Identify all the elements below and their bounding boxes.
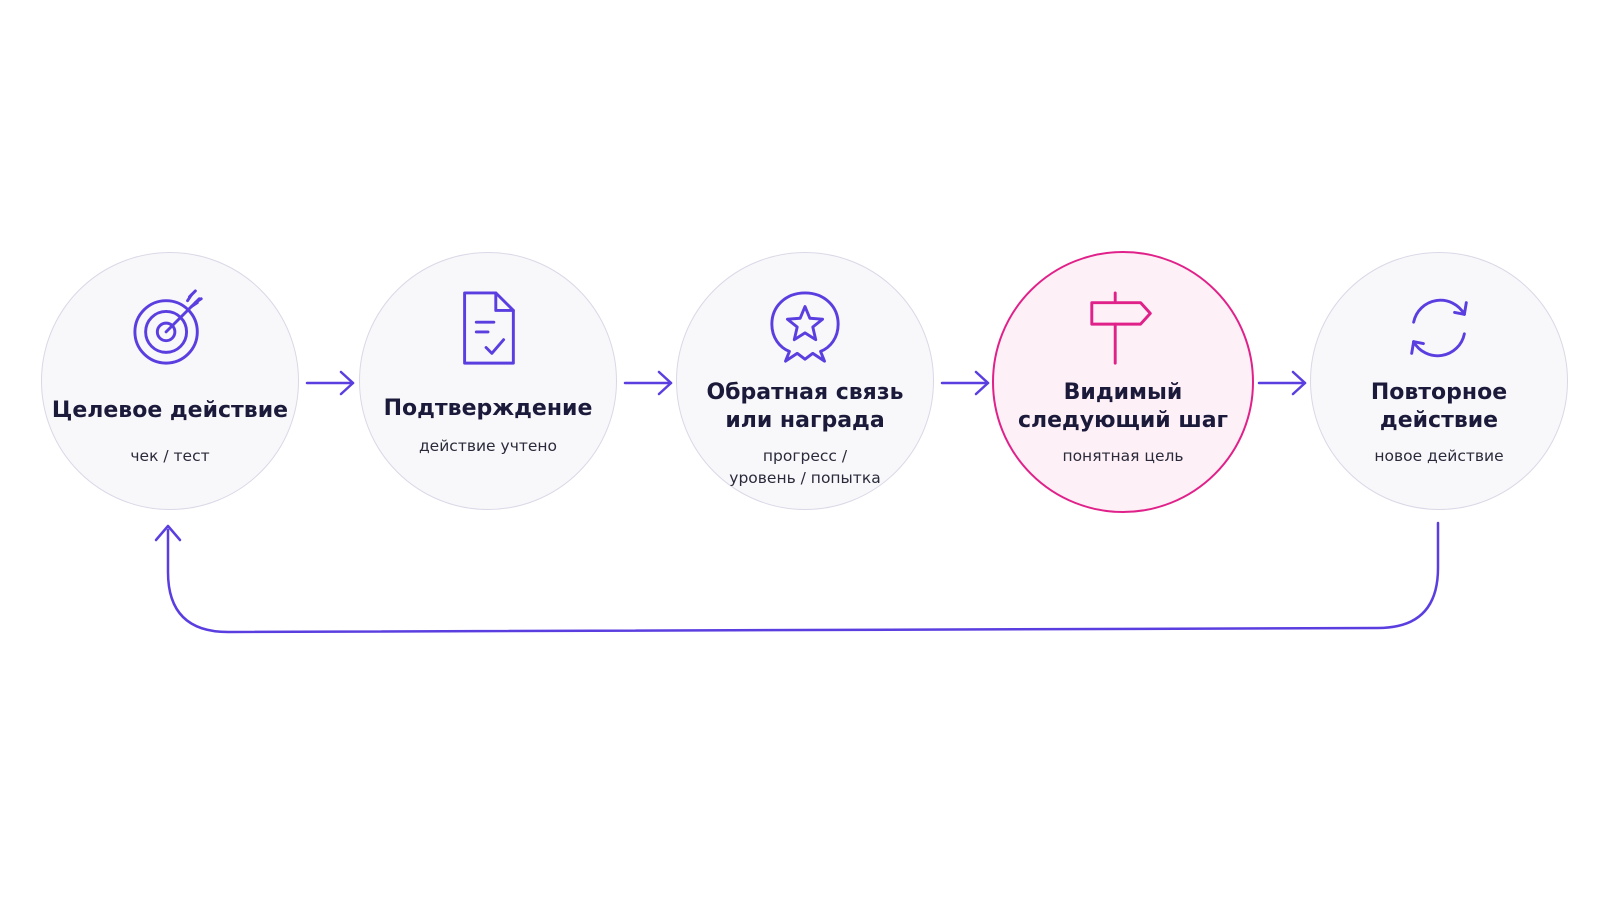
document-check-icon <box>449 289 527 367</box>
signpost-icon <box>1084 289 1162 367</box>
step-feedback-reward: Обратная связь или награда прогресс / ур… <box>676 252 934 510</box>
step-subtitle: действие учтено <box>418 437 558 455</box>
step-title: Подтверждение <box>383 396 593 421</box>
flow-arrow <box>940 370 992 396</box>
step-target-action: Целевое действие чек / тест <box>41 252 299 510</box>
step-confirmation: Подтверждение действие учтено <box>359 252 617 510</box>
step-repeat-action: Повторное действие новое действие <box>1310 252 1568 510</box>
step-subtitle: чек / тест <box>130 447 210 465</box>
star-badge-icon <box>766 289 844 367</box>
step-title: Обратная связь или награда <box>706 380 904 433</box>
flow-arrow <box>623 370 675 396</box>
step-visible-next-step: Видимый следующий шаг понятная цель <box>992 251 1254 513</box>
refresh-icon <box>1400 289 1478 367</box>
step-subtitle: прогресс / уровень / попытка <box>729 447 881 487</box>
step-title: Целевое действие <box>51 398 289 423</box>
flow-arrow <box>305 370 357 396</box>
step-title: Видимый следующий шаг <box>1017 380 1229 433</box>
step-title: Повторное действие <box>1370 380 1508 433</box>
step-subtitle: новое действие <box>1374 447 1504 465</box>
flow-arrow <box>1257 370 1309 396</box>
target-icon <box>131 289 209 367</box>
step-subtitle: понятная цель <box>1062 447 1184 465</box>
